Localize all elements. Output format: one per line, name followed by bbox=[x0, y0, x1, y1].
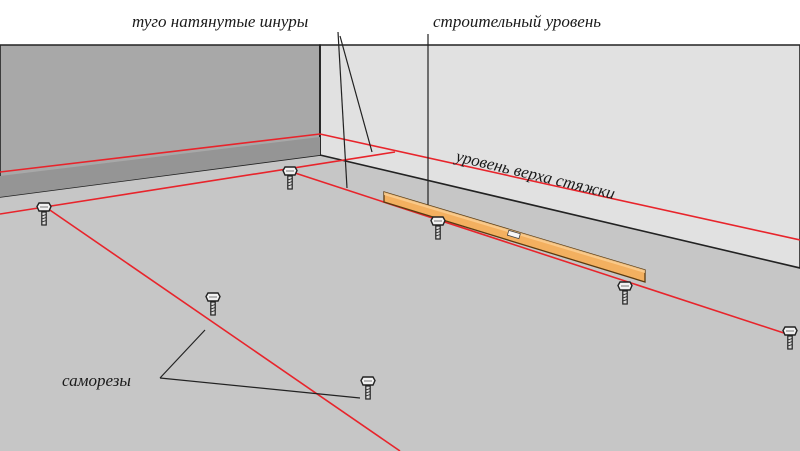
construction-level bbox=[383, 191, 646, 283]
left-baseboard bbox=[0, 137, 320, 197]
cord-on-left-wall bbox=[0, 133, 321, 173]
cord-diagonal bbox=[291, 171, 791, 336]
label-screws: саморезы bbox=[62, 371, 131, 390]
cord-front bbox=[43, 205, 401, 451]
cord-on-right-wall bbox=[319, 133, 800, 241]
cords-leader-2 bbox=[339, 35, 373, 153]
label-level: строительный уровень bbox=[433, 12, 601, 31]
floor bbox=[0, 155, 800, 451]
screws-leader-1 bbox=[159, 329, 206, 379]
label-cords: туго натянутые шнуры bbox=[132, 12, 308, 31]
cord-back bbox=[0, 151, 396, 215]
cords-leader-1 bbox=[337, 31, 348, 189]
screws-leader-2 bbox=[159, 377, 361, 399]
